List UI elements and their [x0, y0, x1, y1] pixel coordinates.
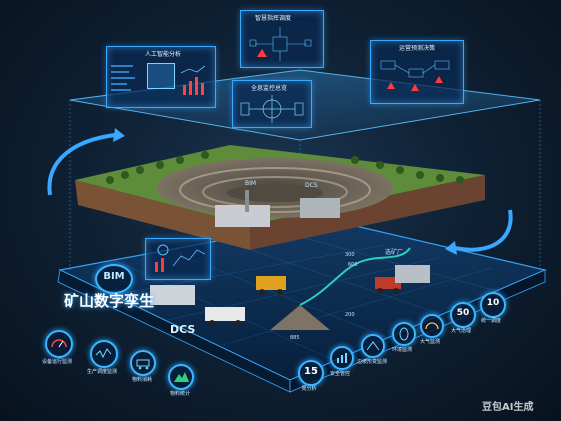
mining-truck-3 [375, 277, 401, 294]
slope-icon [366, 341, 380, 351]
panel-title: 运营预测决策 [399, 45, 436, 52]
main-title: 矿山数字孪生 [64, 292, 155, 310]
gauge-label: 物料消耗 [131, 377, 152, 383]
gauge-value: 15 [304, 366, 318, 377]
gauge-value: 50 [456, 308, 470, 318]
gauge-value: 10 [486, 298, 500, 308]
gauge-air-treatment[interactable]: 50 [450, 302, 476, 328]
gauge-air[interactable] [420, 314, 444, 338]
panel-title: 智慧指挥调度 [255, 15, 292, 22]
gauge-label: 安全管控 [329, 371, 350, 377]
leaf-icon [399, 327, 409, 341]
gauge-label: 统一调度 [480, 318, 501, 324]
bim-dashboard[interactable] [145, 238, 211, 280]
gauge-label: 生产调度监测 [86, 369, 117, 375]
forest-trees [106, 151, 464, 184]
gauge-label: 大气治理 [450, 328, 471, 334]
scale-label-b: 600 [348, 262, 358, 268]
cycle-arrow-left [47, 133, 116, 196]
processing-plant [215, 205, 270, 227]
panel-ai-analysis[interactable]: 人工智能分析 [106, 46, 216, 108]
gauge-label: 大气监测 [419, 339, 440, 345]
dcs-label: DCS [170, 323, 196, 336]
alert-icon [257, 49, 267, 57]
scale-label-a: 300 [345, 252, 355, 258]
gauge-dispatch[interactable]: 10 [480, 292, 506, 318]
terrain-side-right [250, 175, 485, 250]
decision-flow [380, 60, 450, 91]
bar-chart-icon [337, 353, 347, 363]
bim-badge[interactable]: BIM [95, 264, 133, 294]
alert-icon [387, 82, 395, 89]
haul-road [299, 247, 411, 306]
gauge-label: 周分析 [301, 386, 317, 392]
mining-truck-2 [205, 307, 245, 326]
cycle-arrow-right [454, 209, 513, 252]
ore-pile [270, 305, 330, 330]
terrain-side-left [75, 180, 250, 250]
gauge-dial-icon [425, 322, 439, 330]
gauge-safety[interactable] [330, 346, 354, 370]
pit-dcs-label: DCS [305, 182, 318, 189]
gauge-weekly[interactable]: 15 [298, 360, 324, 386]
wave-icon [95, 348, 112, 359]
mini-chart [181, 65, 206, 95]
gauge-label: 环境监测 [391, 347, 412, 353]
pit-bim-label: BIM [245, 180, 257, 187]
speedometer-icon [51, 339, 67, 348]
panel-holo-monitor[interactable]: 全息监控总览 [232, 80, 312, 128]
panel-command-dispatch[interactable]: 智慧指挥调度 [240, 10, 324, 68]
scale-label-d: 885 [290, 335, 300, 341]
network-diagram [249, 27, 312, 61]
watermark: 豆包AI生成 [482, 402, 534, 413]
mountain-icon [174, 372, 189, 382]
sidebar-bars [111, 65, 135, 91]
gauge-stats[interactable] [168, 364, 194, 390]
alert-icon [435, 76, 443, 83]
gauge-label: 边坡形变监测 [356, 359, 387, 365]
panel-operation-forecast[interactable]: 运营预测决策 [370, 40, 464, 104]
panel-title: 人工智能分析 [145, 51, 182, 58]
bim-label: BIM [103, 271, 125, 282]
dashboard-chart [155, 244, 206, 272]
chip-icon [147, 63, 175, 89]
cart-icon [136, 359, 150, 370]
gauge-material[interactable] [130, 350, 156, 376]
factory-label: 选矿厂 [385, 249, 404, 256]
gauge-slope[interactable] [361, 334, 385, 358]
container-building [150, 285, 195, 305]
gauge-production[interactable] [90, 340, 118, 368]
gauge-label: 设备运行监测 [41, 359, 72, 365]
gauge-equipment[interactable] [45, 330, 73, 358]
monitor-graphic [240, 95, 304, 123]
gauge-environment[interactable] [392, 322, 416, 346]
alert-icon [411, 84, 419, 91]
gauge-label: 物料统计 [169, 391, 190, 397]
scale-label-c: 200 [345, 312, 355, 318]
panel-title: 全息监控总览 [251, 85, 288, 92]
mining-truck-1 [256, 276, 286, 295]
electrical-building [395, 265, 430, 283]
